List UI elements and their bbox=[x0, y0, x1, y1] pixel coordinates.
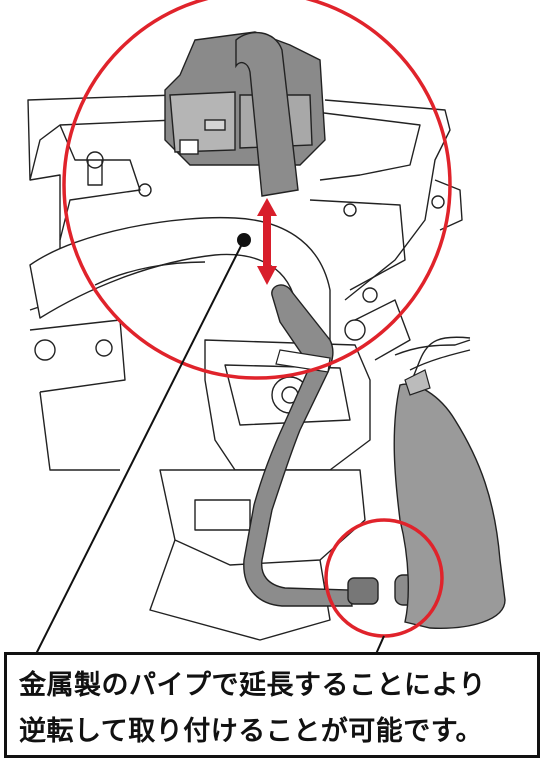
caption-line-2: 逆転して取り付けることが可能です。 bbox=[19, 716, 483, 747]
hose-clamp bbox=[275, 349, 331, 373]
leader-line-lower bbox=[375, 635, 385, 655]
sensor-wire bbox=[409, 336, 471, 386]
caption-box: 金属製のパイプで延長することにより 逆転して取り付けることが可能です。 bbox=[4, 652, 540, 758]
highlight-circle-upper bbox=[62, 0, 452, 380]
pipe-connector bbox=[347, 574, 418, 606]
metal-pipe-upper bbox=[235, 31, 299, 197]
caption-line-1: 金属製のパイプで延長することにより bbox=[19, 670, 486, 701]
leader-line bbox=[35, 239, 245, 655]
double-headed-arrow-icon bbox=[257, 198, 277, 285]
intake-duct bbox=[393, 383, 506, 629]
